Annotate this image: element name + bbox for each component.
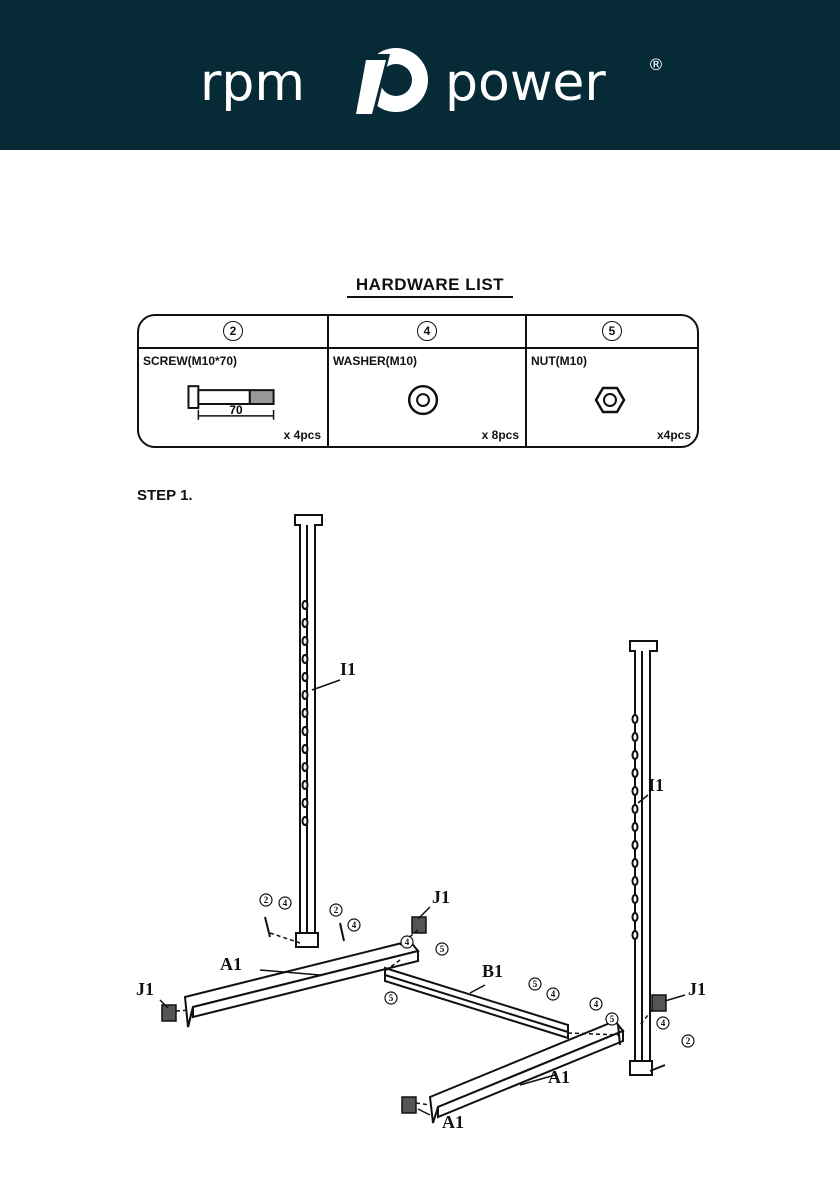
- label-upright-left: I1: [340, 659, 356, 679]
- item-quantity: x 4pcs: [284, 428, 321, 442]
- foot-cap-right: [652, 995, 666, 1011]
- hardware-list-title: HARDWARE LIST: [340, 275, 520, 295]
- callout-nut: 5: [610, 1014, 615, 1024]
- label-base-cap: A1: [442, 1112, 464, 1132]
- item-name: WASHER(M10): [333, 354, 417, 368]
- callout-nut: 5: [389, 993, 394, 1003]
- hardware-item-washer: 4 WASHER(M10) x 8pcs: [329, 316, 527, 446]
- item-name: SCREW(M10*70): [143, 354, 237, 368]
- nut-icon: [527, 374, 697, 434]
- label-base-left: A1: [220, 954, 242, 974]
- logo-text-left: rpm: [200, 53, 305, 113]
- callout-washer: 4: [661, 1018, 666, 1028]
- item-number-badge: 5: [602, 321, 622, 341]
- item-number-badge: 4: [417, 321, 437, 341]
- step-title: STEP 1.: [137, 487, 193, 504]
- callout-screw: 2: [686, 1036, 691, 1046]
- item-name: NUT(M10): [531, 354, 587, 368]
- screw-icon: 70: [139, 374, 327, 434]
- foot-cap-front: [402, 1097, 416, 1113]
- label-foot-left: J1: [136, 979, 154, 999]
- hardware-table: 2 SCREW(M10*70) 70 x 4pcs 4 WASHER(M10) …: [137, 314, 699, 448]
- left-upright: [295, 515, 322, 947]
- registered-mark: ®: [648, 55, 664, 74]
- callout-screw: 2: [264, 895, 269, 905]
- label-base-right: A1: [548, 1067, 570, 1087]
- rpm-power-logo: rpm power ®: [200, 40, 680, 120]
- label-crossbar: B1: [482, 961, 503, 981]
- callout-nut: 5: [533, 979, 538, 989]
- callout-washer: 4: [551, 989, 556, 999]
- callout-washer: 4: [352, 920, 357, 930]
- callout-washer: 4: [283, 898, 288, 908]
- item-quantity: x 8pcs: [482, 428, 519, 442]
- hardware-item-screw: 2 SCREW(M10*70) 70 x 4pcs: [139, 316, 329, 446]
- item-number-badge: 2: [223, 321, 243, 341]
- callout-washer: 4: [405, 937, 410, 947]
- callout-nut: 5: [440, 944, 445, 954]
- foot-cap-left: [162, 1005, 176, 1021]
- logo-text-right: power: [445, 53, 606, 113]
- title-underline: [347, 296, 513, 298]
- logo-mark-icon: [352, 48, 428, 120]
- label-foot-right: J1: [688, 979, 706, 999]
- assembly-diagram: I1 I1 J1 J1 J1 A1 A1 A1 B1 2 4 2 4 4 5 5…: [100, 505, 740, 1175]
- screw-length-label: 70: [229, 403, 243, 417]
- label-foot-mid: J1: [432, 887, 450, 907]
- foot-cap-mid: [412, 917, 426, 933]
- item-quantity: x4pcs: [657, 428, 691, 442]
- label-upright-right: I1: [648, 775, 664, 795]
- hardware-item-nut: 5 NUT(M10) x4pcs: [527, 316, 697, 446]
- callout-washer: 4: [594, 999, 599, 1009]
- washer-icon: [329, 374, 525, 434]
- header-banner: rpm power ®: [0, 0, 840, 150]
- callout-screw: 2: [334, 905, 339, 915]
